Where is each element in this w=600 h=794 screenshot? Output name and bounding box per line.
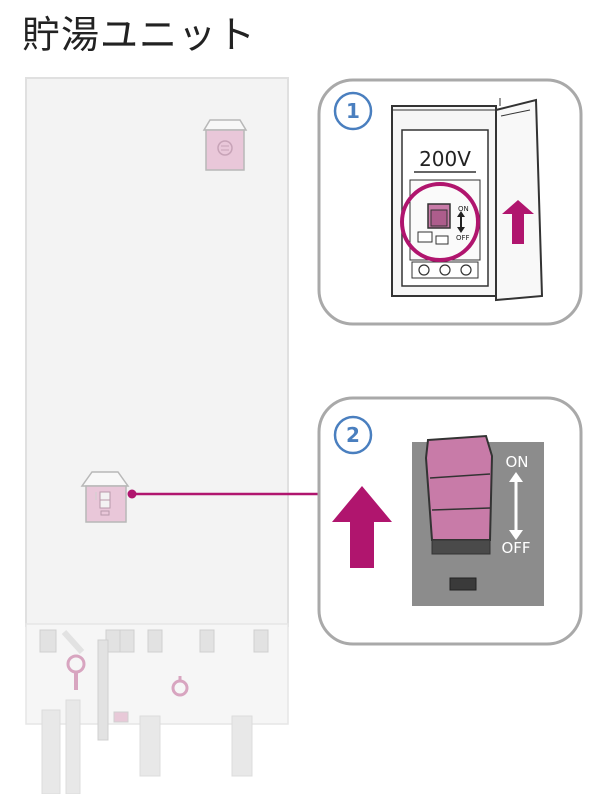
badge-1 [333,91,373,131]
large-switch-on-label: ON [505,453,528,471]
storage-unit [25,77,289,794]
badge-2 [333,415,373,455]
leader-dot [127,489,137,499]
lower-breaker-box [80,471,130,523]
callout-1: 1 200V ON OFF [317,78,583,326]
page-title: 貯湯ユニット [22,13,257,57]
up-arrow-2-icon [332,486,392,568]
callout-2: 2 ON OFF [317,396,583,646]
badge-1-number: 1 [346,99,360,123]
badge-2-number: 2 [346,423,360,447]
up-arrow-1-icon [502,200,534,244]
voltage-label: 200V [419,147,471,171]
highlight-ring [400,182,480,262]
large-breaker-switch [424,434,494,541]
small-switch-on-label: ON [458,205,469,213]
large-switch-off-label: OFF [501,539,530,557]
small-switch-off-label: OFF [456,234,470,242]
upper-breaker-box [202,119,248,171]
